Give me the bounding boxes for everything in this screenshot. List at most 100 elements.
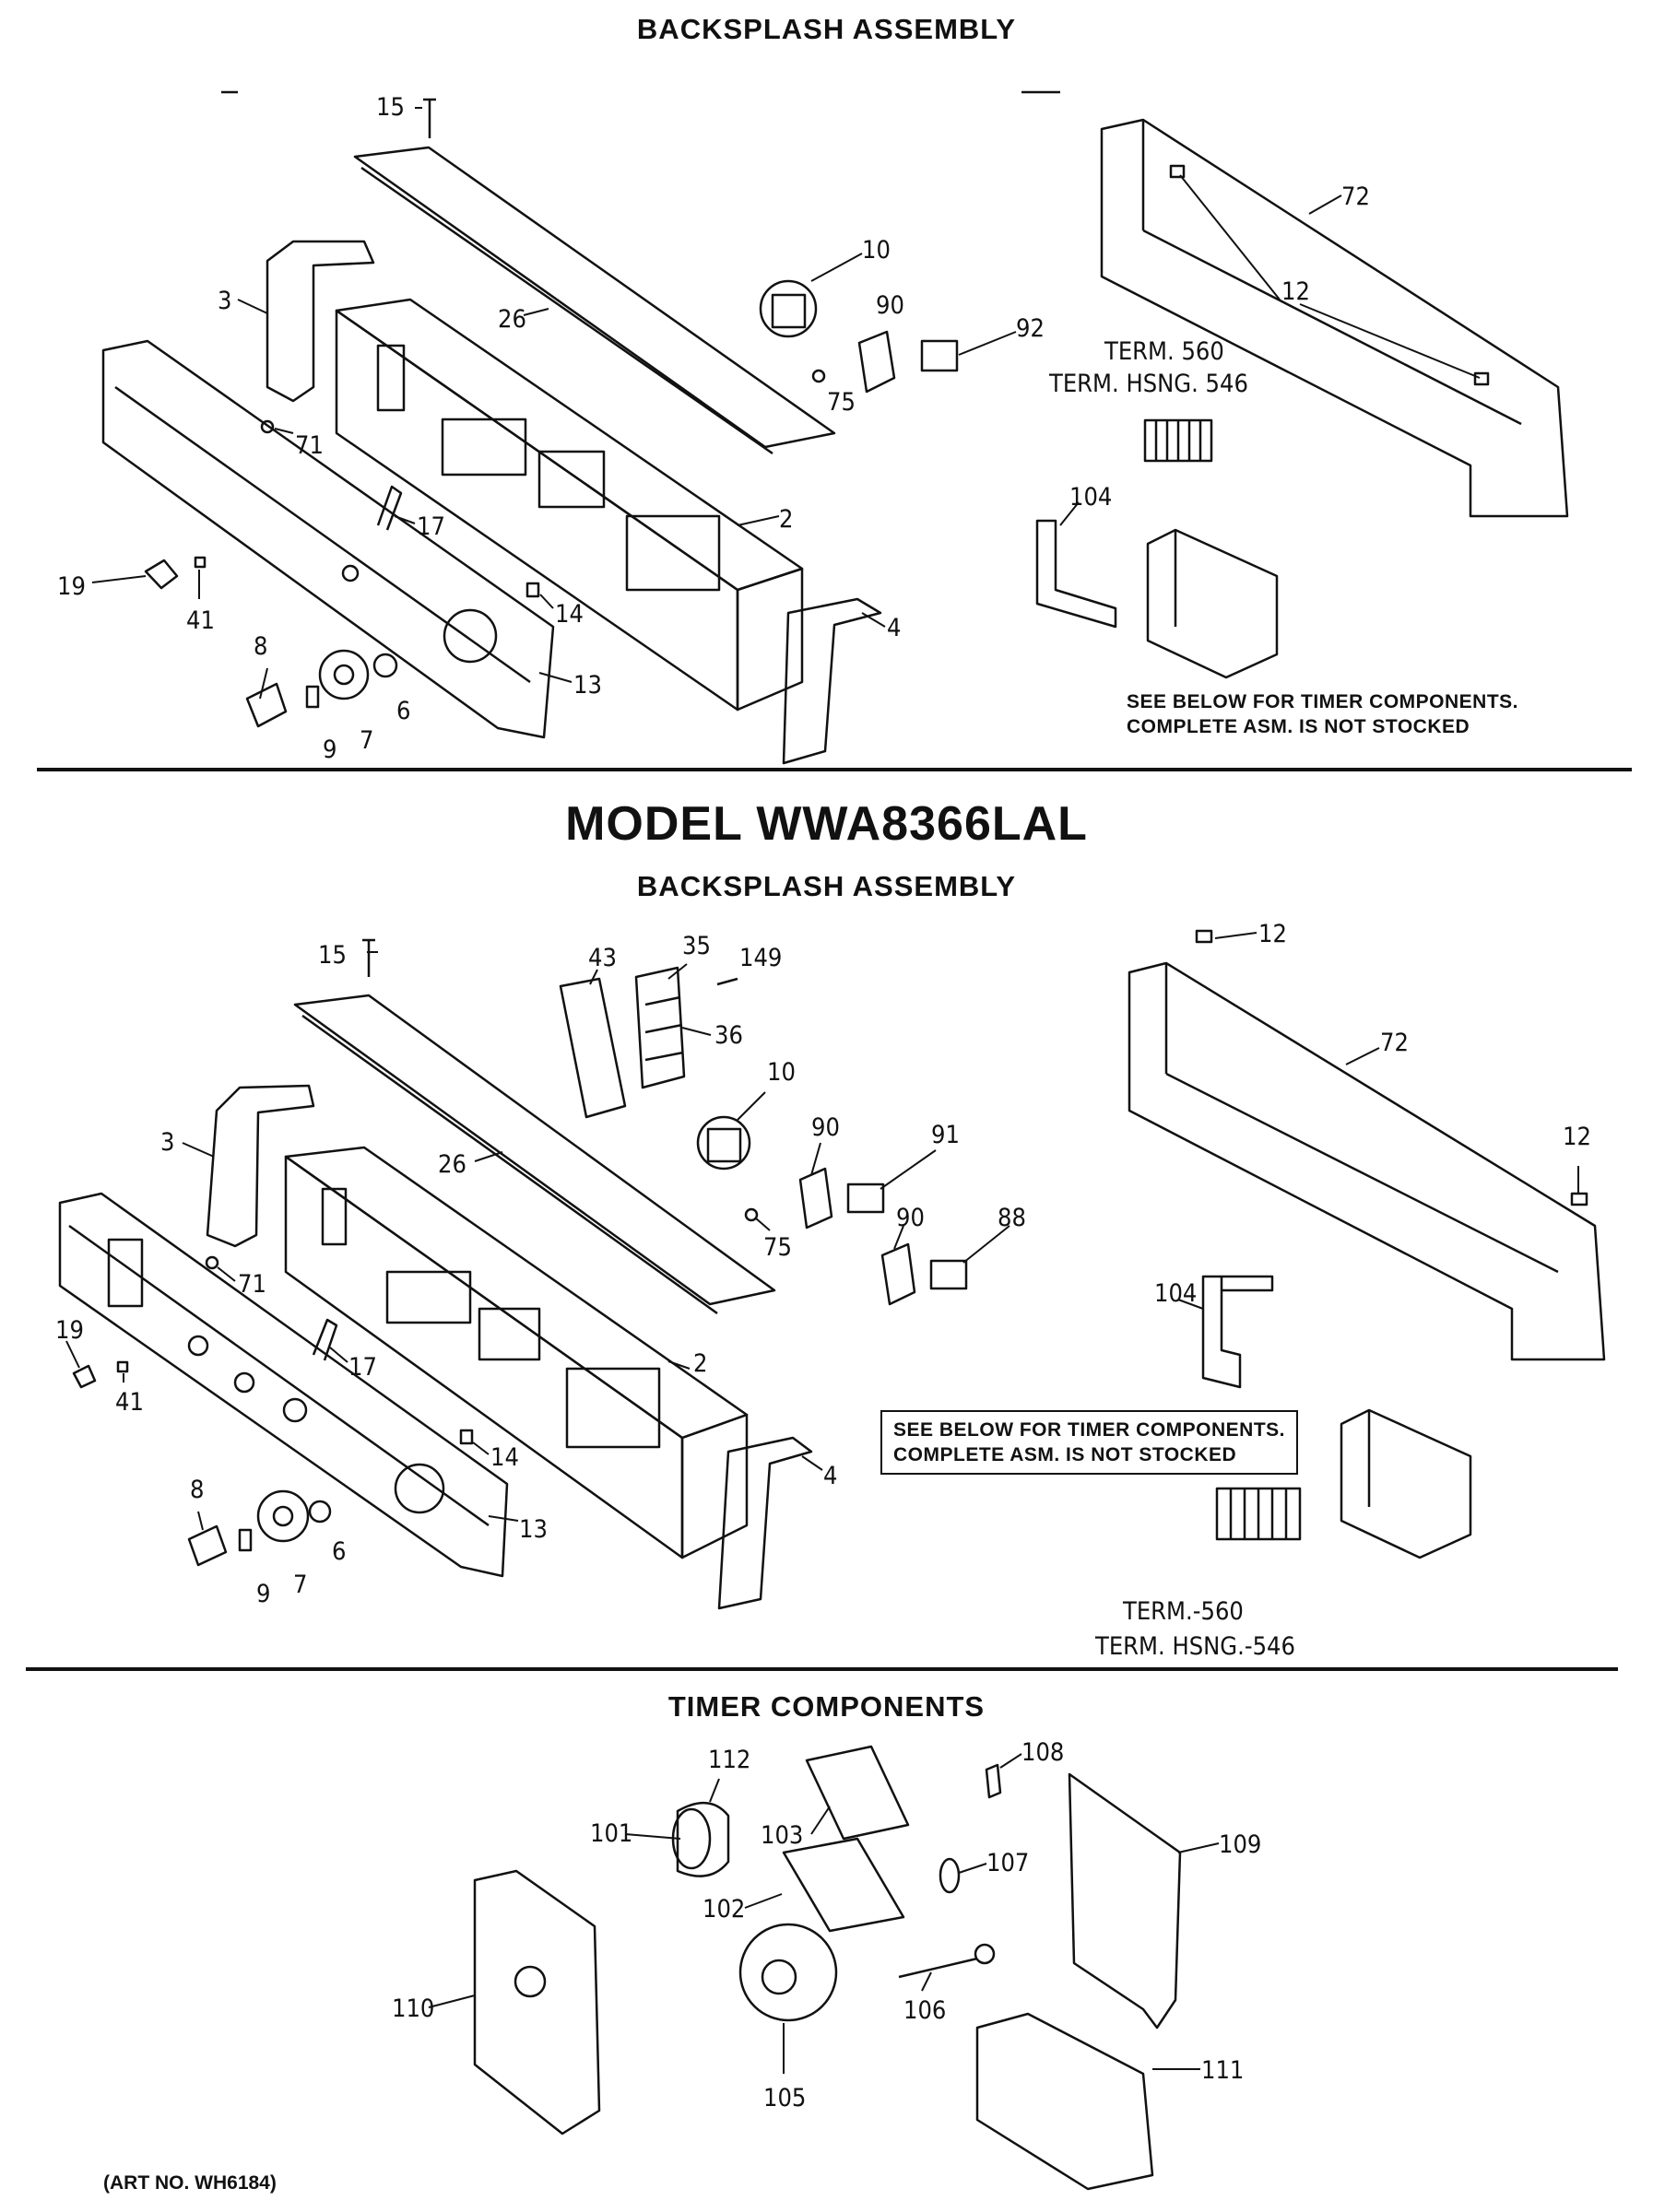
s1-panel-dial-opening (443, 608, 498, 664)
callout-103: 103 (761, 1821, 803, 1850)
callout-149: 149 (739, 944, 782, 972)
section2-heading: BACKSPLASH ASSEMBLY (636, 870, 1017, 902)
s2-console-end (680, 1413, 749, 1559)
callout-105: 105 (763, 2084, 806, 2112)
s2-push-button-switch (634, 966, 686, 1089)
callout-6: 6 (396, 697, 410, 725)
s1-console (335, 309, 739, 712)
s1-knob-19 (144, 559, 179, 590)
s2-timer (1340, 1408, 1472, 1559)
timer-spring-107 (939, 1857, 961, 1894)
callout-106: 106 (903, 1996, 946, 2025)
s1-end-cap-right (782, 597, 882, 765)
timer-motor (676, 1801, 730, 1877)
callout-4: 4 (823, 1462, 837, 1490)
s1-screw (423, 98, 436, 138)
s2-pressure-switch (696, 1115, 751, 1171)
divider-1 (37, 768, 1632, 771)
callout-26: 26 (438, 1150, 466, 1179)
callout-41: 41 (186, 606, 215, 635)
callout-15: 15 (318, 941, 347, 970)
s1-console-back (335, 298, 804, 592)
callout-107: 107 (986, 1849, 1029, 1877)
s2-knob-19 (72, 1364, 97, 1389)
s1-callouts: 15 26 3 10 90 92 75 72 12 71 17 2 19 41 … (57, 93, 1370, 764)
s2-timer-note: SEE BELOW FOR TIMER COMPONENTS. COMPLETE… (880, 1410, 1299, 1475)
callout-35: 35 (682, 932, 711, 960)
s2-panel-buttons (107, 1238, 144, 1308)
callout-92: 92 (1016, 314, 1045, 343)
callout-108: 108 (1021, 1738, 1064, 1767)
callout-10: 10 (862, 236, 891, 265)
callout-14: 14 (490, 1443, 519, 1472)
s2-button-bracket (559, 977, 627, 1119)
s2-dial (256, 1489, 310, 1543)
s2-parts (58, 929, 1606, 1610)
timer-clip-108 (985, 1763, 1002, 1799)
callout-112: 112 (708, 1746, 750, 1774)
s3-parts (473, 1745, 1182, 2191)
callout-4: 4 (887, 614, 901, 642)
timer-cover-111 (975, 2012, 1154, 2191)
s1-backsplash-cover (1100, 118, 1569, 518)
callout-111: 111 (1201, 2056, 1244, 2085)
callout-104: 104 (1069, 483, 1112, 512)
callout-110: 110 (392, 1994, 434, 2023)
s2-bracket-90a (798, 1167, 833, 1230)
section3-heading: TIMER COMPONENTS (667, 1690, 986, 1723)
s1-console-end (736, 567, 804, 712)
s2-term-housing-label: TERM. HSNG.-546 (1094, 1632, 1295, 1661)
s2-note-line2: COMPLETE ASM. IS NOT STOCKED (893, 1444, 1237, 1465)
s2-switch-88 (929, 1259, 968, 1290)
callout-14: 14 (555, 600, 584, 629)
s1-timer-bracket (1035, 519, 1117, 629)
callout-9: 9 (256, 1580, 270, 1608)
s1-terminal-block (1143, 418, 1213, 463)
s1-wire-harness (376, 485, 403, 531)
s2-knob-8 (187, 1524, 228, 1567)
callout-7: 7 (293, 1571, 307, 1599)
s2-switch-91 (846, 1182, 885, 1214)
s3-callouts: 112 108 101 103 109 107 102 110 106 111 … (392, 1738, 1261, 2112)
callout-36: 36 (714, 1021, 743, 1050)
callout-2: 2 (693, 1349, 707, 1378)
timer-plate-110 (473, 1869, 601, 2136)
s1-pressure-switch (759, 279, 818, 338)
s2-end-cap-left (206, 1084, 315, 1248)
timer-connector-103 (805, 1745, 910, 1841)
s2-top-trim (293, 994, 776, 1306)
callout-19: 19 (57, 572, 86, 601)
divider-2 (26, 1667, 1618, 1671)
model-title: MODEL WWA8366LAL (565, 797, 1088, 851)
s2-wire-harness (312, 1318, 338, 1361)
s1-term-housing-label: TERM. HSNG. 546 (1048, 370, 1248, 398)
s2-screw (362, 938, 375, 977)
s1-rotary-switch (920, 339, 959, 372)
timer-shaft-106 (898, 1957, 978, 1979)
s1-dial (318, 649, 370, 700)
s2-backsplash-cover (1128, 961, 1606, 1361)
s1-knob-8 (245, 682, 288, 728)
callout-26: 26 (498, 305, 526, 334)
s2-timer-bracket (1201, 1275, 1274, 1389)
callout-72: 72 (1380, 1029, 1409, 1057)
callout-3: 3 (160, 1128, 174, 1157)
callout-90: 90 (876, 291, 904, 320)
callout-109: 109 (1219, 1830, 1261, 1859)
s2-terminal-block (1215, 1487, 1302, 1541)
callout-43: 43 (588, 944, 617, 972)
s1-note-line1: SEE BELOW FOR TIMER COMPONENTS. (1127, 691, 1519, 712)
callout-6: 6 (332, 1537, 346, 1566)
callout-2: 2 (779, 505, 793, 534)
s1-control-panel (101, 339, 555, 739)
callout-12a: 12 (1258, 920, 1287, 948)
callout-7: 7 (360, 726, 373, 755)
callout-41: 41 (115, 1388, 144, 1417)
s2-console-back (284, 1146, 749, 1440)
s2-note-line1: SEE BELOW FOR TIMER COMPONENTS. (893, 1419, 1286, 1441)
callout-102: 102 (703, 1895, 745, 1924)
callout-90a: 90 (811, 1113, 840, 1142)
art-number: (ART NO. WH6184) (103, 2172, 277, 2194)
s1-note-line2: COMPLETE ASM. IS NOT STOCKED (1127, 716, 1470, 737)
leader-lines (65, 107, 1579, 2074)
